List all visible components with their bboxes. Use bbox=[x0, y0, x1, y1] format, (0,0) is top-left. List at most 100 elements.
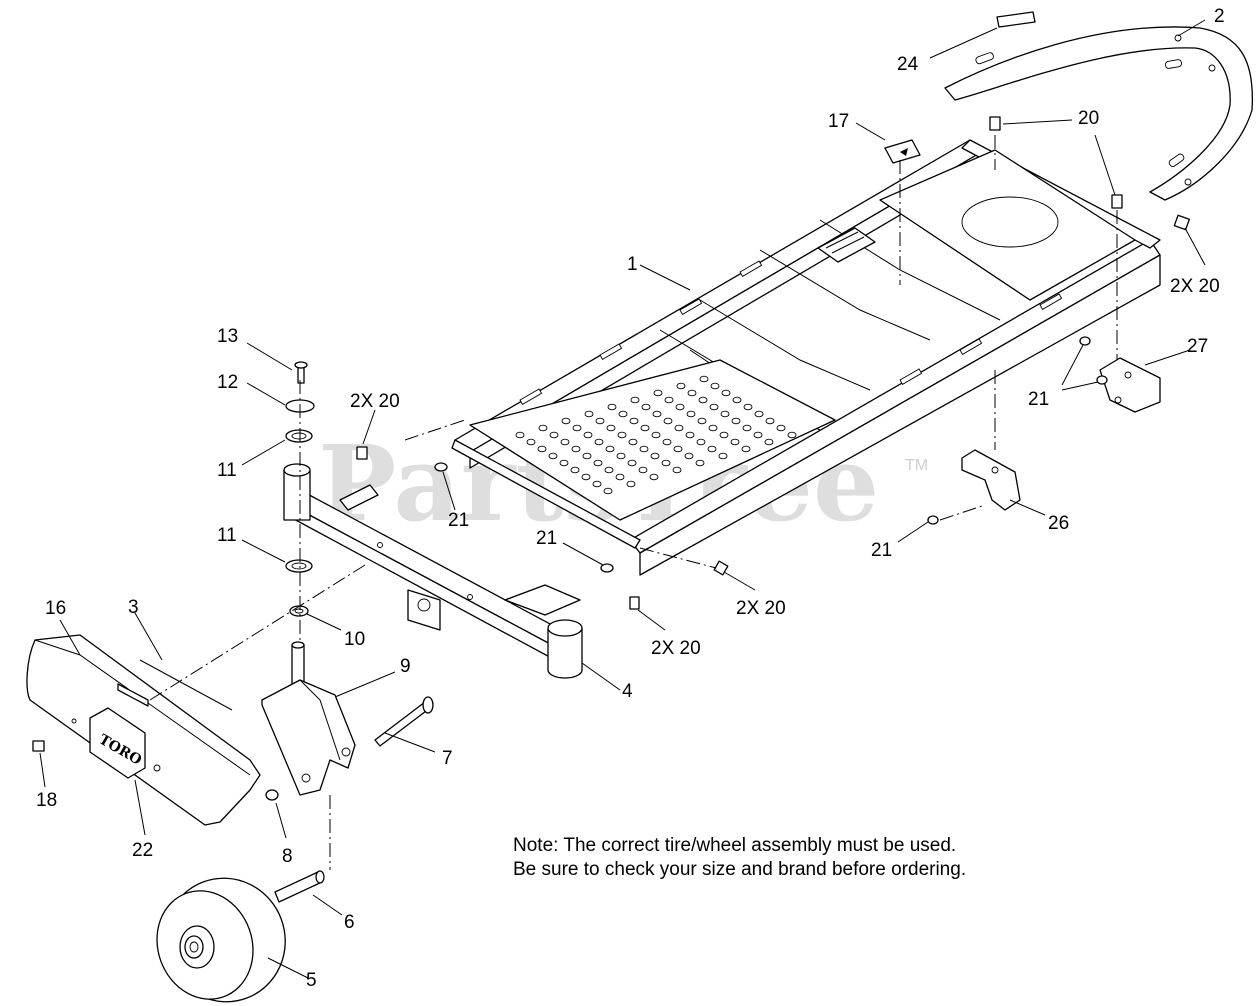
floor-plate-hole bbox=[732, 396, 742, 404]
callout-13: 13 bbox=[217, 326, 238, 347]
callout-27: 27 bbox=[1187, 336, 1208, 357]
floor-plate-hole bbox=[582, 452, 592, 460]
floor-plate-hole bbox=[720, 410, 730, 418]
floor-plate-hole bbox=[584, 410, 594, 418]
callout-21-bracket: 21 bbox=[871, 540, 892, 561]
alignment-lines bbox=[149, 135, 1118, 870]
callout-21-center: 21 bbox=[536, 528, 557, 549]
floor-plate-hole bbox=[718, 452, 728, 460]
floor-plate-hole bbox=[537, 445, 547, 453]
callout-9: 9 bbox=[400, 656, 411, 677]
floor-plate-hole bbox=[640, 424, 650, 432]
note-line-2: Be sure to check your size and brand bef… bbox=[513, 859, 966, 880]
floor-plate-hole bbox=[605, 445, 615, 453]
shield-bolt bbox=[32, 740, 45, 752]
floor-plate-hole bbox=[638, 466, 648, 474]
floor-plate-hole bbox=[629, 417, 639, 425]
floor-plate-hole bbox=[776, 424, 786, 432]
callout-17: 17 bbox=[828, 111, 849, 132]
callout-2x20-rear: 2X 20 bbox=[1170, 276, 1220, 297]
callout-11-lower: 11 bbox=[217, 525, 237, 546]
floor-plate-hole bbox=[652, 410, 662, 418]
floor-plate-hole bbox=[651, 431, 661, 439]
callout-3: 3 bbox=[128, 597, 139, 618]
floor-plate-hole bbox=[661, 459, 671, 467]
callout-20: 20 bbox=[1078, 108, 1099, 129]
floor-plate-hole bbox=[662, 438, 672, 446]
floor-plate-hole bbox=[561, 417, 571, 425]
floor-plate-hole bbox=[696, 438, 706, 446]
floor-plate-hole bbox=[627, 459, 637, 467]
floor-plate-hole bbox=[581, 473, 591, 481]
callout-2x20-axle: 2X 20 bbox=[350, 391, 400, 412]
note-line-1: Note: The correct tire/wheel assembly mu… bbox=[513, 835, 956, 856]
floor-plate-hole bbox=[730, 438, 740, 446]
floor-plate-hole bbox=[765, 417, 775, 425]
floor-plate-hole bbox=[684, 452, 694, 460]
floor-plate-hole bbox=[676, 382, 686, 390]
floor-plate-hole bbox=[664, 396, 674, 404]
floor-plate-hole bbox=[764, 438, 774, 446]
floor-plate-hole bbox=[639, 445, 649, 453]
handle-bar bbox=[944, 26, 1254, 201]
floor-plate-hole bbox=[526, 438, 536, 446]
callout-2x20-bottom: 2X 20 bbox=[651, 638, 701, 659]
floor-plate-hole bbox=[753, 431, 763, 439]
callout-11-upper: 11 bbox=[217, 460, 237, 481]
callout-21-rear: 21 bbox=[1028, 389, 1049, 410]
callout-2x20-side: 2X 20 bbox=[736, 598, 786, 619]
floor-plate-hole bbox=[698, 396, 708, 404]
floor-plate-hole bbox=[695, 459, 705, 467]
floor-plate-hole bbox=[673, 445, 683, 453]
floor-plate-hole bbox=[707, 445, 717, 453]
floor-plate-hole bbox=[731, 417, 741, 425]
leader-lines bbox=[39, 19, 1206, 979]
nut bbox=[265, 789, 279, 801]
callout-1: 1 bbox=[627, 254, 638, 275]
floor-plate-hole bbox=[787, 431, 797, 439]
callout-7: 7 bbox=[442, 748, 453, 769]
shield-strap bbox=[139, 659, 233, 711]
floor-plate-hole bbox=[615, 473, 625, 481]
floor-plate-hole bbox=[754, 410, 764, 418]
floor-plate-hole bbox=[559, 459, 569, 467]
floor-plate-hole bbox=[583, 431, 593, 439]
callout-21-front: 21 bbox=[448, 510, 469, 531]
floor-plate-hole bbox=[674, 424, 684, 432]
front-axle bbox=[283, 463, 583, 679]
floor-plate-hole bbox=[708, 424, 718, 432]
floor-plate-hole bbox=[595, 417, 605, 425]
callout-labels: 1 2 3 4 5 6 7 8 9 10 11 11 12 13 16 17 1… bbox=[36, 6, 1225, 991]
floor-plate-hole bbox=[641, 403, 651, 411]
frame-decal bbox=[817, 227, 876, 263]
callout-4: 4 bbox=[622, 681, 633, 702]
callout-18: 18 bbox=[36, 790, 57, 811]
floor-plate-hole bbox=[593, 459, 603, 467]
bracket-27 bbox=[1099, 357, 1161, 413]
floor-plate-hole bbox=[709, 403, 719, 411]
floor-plate-hole bbox=[560, 438, 570, 446]
callout-2: 2 bbox=[1214, 6, 1225, 27]
floor-plate-hole bbox=[650, 452, 660, 460]
rail-slots bbox=[519, 260, 1063, 405]
caster-fork bbox=[261, 641, 356, 796]
floor-plate-hole bbox=[685, 431, 695, 439]
callout-6: 6 bbox=[344, 912, 355, 933]
floor-plate-hole bbox=[653, 389, 663, 397]
floor-plate-hole bbox=[699, 375, 709, 383]
fasteners bbox=[356, 116, 1190, 610]
bracket-26 bbox=[961, 449, 1021, 511]
grip-decal bbox=[996, 11, 1036, 28]
watermark-trademark: TM bbox=[905, 457, 928, 474]
floor-plate-hole bbox=[617, 431, 627, 439]
caster-wheel bbox=[156, 877, 286, 1003]
front-shield: TORO bbox=[26, 634, 261, 826]
floor-plate-hole bbox=[628, 438, 638, 446]
callout-8: 8 bbox=[282, 846, 293, 867]
callout-16: 16 bbox=[45, 598, 66, 619]
floor-plate-hole bbox=[604, 466, 614, 474]
floor-plate-hole bbox=[649, 473, 659, 481]
floor-plate-hole bbox=[592, 480, 602, 488]
